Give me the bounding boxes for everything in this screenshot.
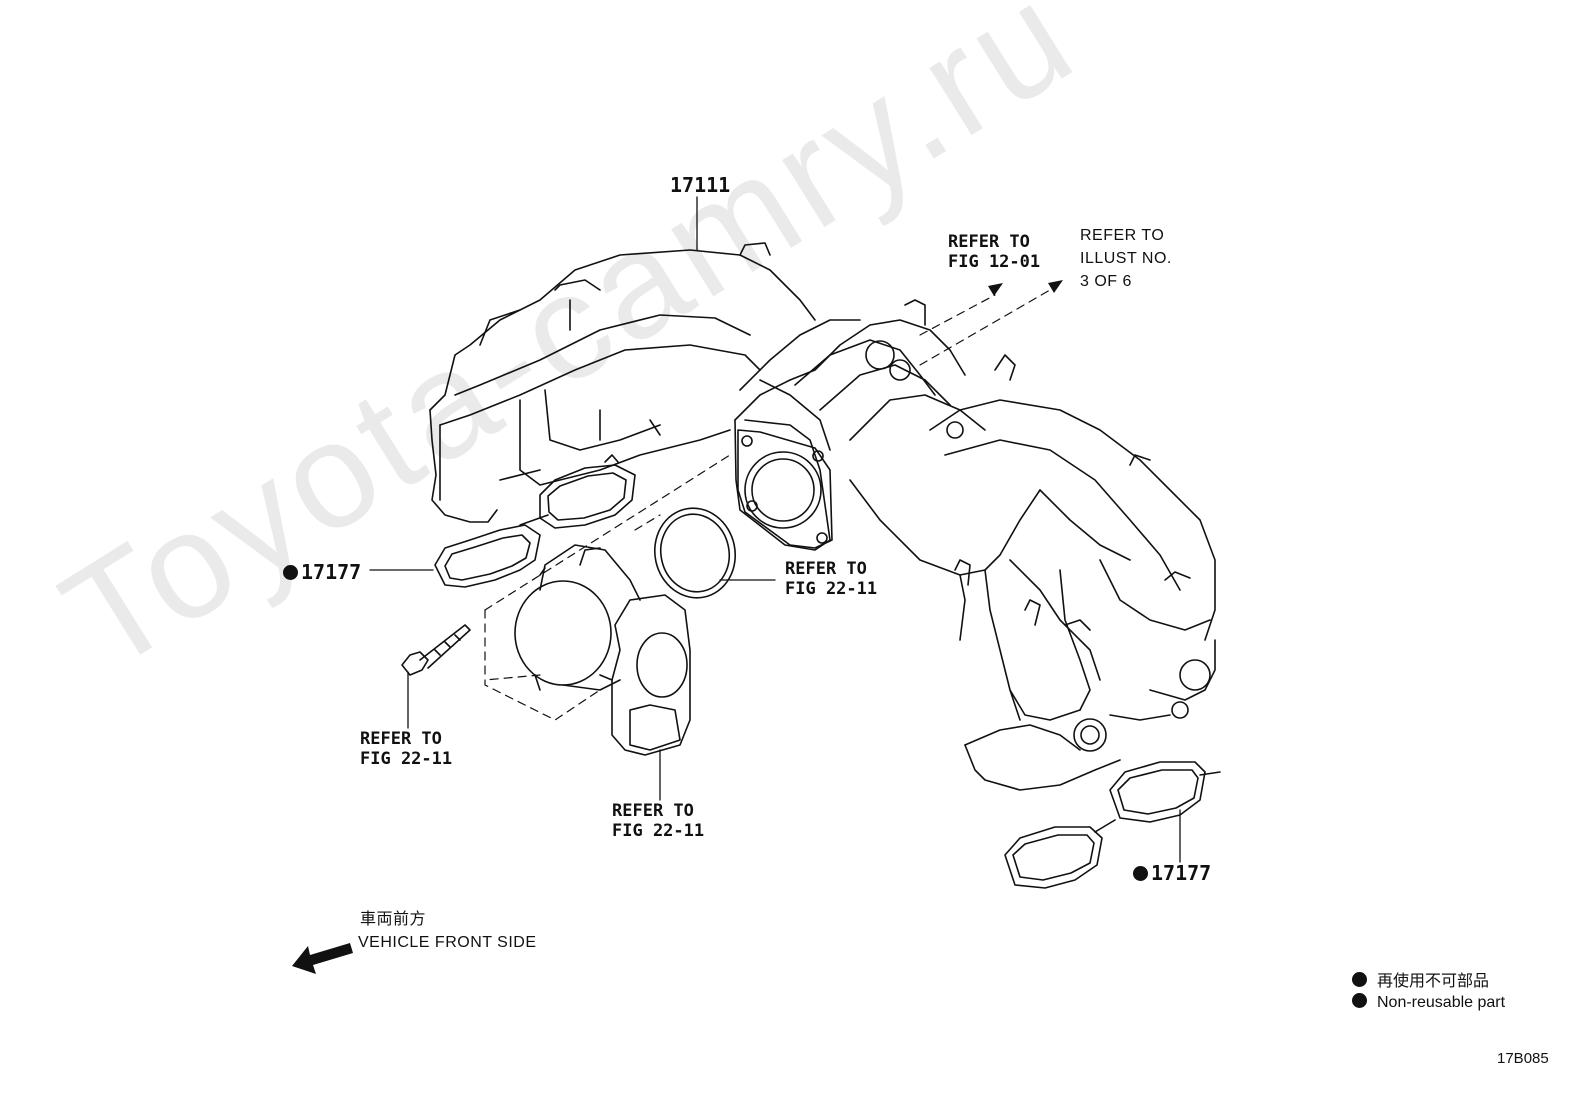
vehicle-front-jp: 車両前方 [360,911,427,928]
legend-en-text: Non-reusable part [1377,994,1506,1011]
legend-jp-text: 再使用不可部品 [1377,973,1490,990]
part-number-text: 17177 [1151,861,1212,885]
reference-illust: REFER TO ILLUST NO. 3 OF 6 [1080,227,1172,290]
legend-en: Non-reusable part [1352,993,1505,1012]
leader-lines [369,196,1181,863]
reference-fig-12-01: REFER TO FIG 12-01 [948,232,1041,272]
ring-gasket [653,507,737,599]
intake-manifold [429,242,1216,791]
dashed-lines [484,289,1051,721]
reference-arrows [988,280,1063,296]
non-reusable-dot-icon [283,565,298,580]
non-reusable-dot-icon [1133,866,1148,881]
part-number-17177-left: 17177 [283,561,361,583]
vehicle-front-en: VEHICLE FRONT SIDE [358,934,537,951]
reference-fig-22-11-throttle: REFER TO FIG 22-11 [612,801,705,841]
non-reusable-dot-icon [1352,993,1367,1008]
left-gasket-drawing [434,454,636,588]
part-number-17111: 17111 [670,173,731,197]
non-reusable-dot-icon [1352,972,1367,987]
reference-fig-22-11-ring: REFER TO FIG 22-11 [785,559,878,599]
throttle-body [514,544,691,756]
reference-fig-22-11-bolt: REFER TO FIG 22-11 [360,729,453,769]
right-gasket-drawing [1004,761,1221,889]
part-number-text: 17177 [301,560,362,584]
figure-number: 17B085 [1497,1050,1549,1067]
bolt [401,624,471,676]
legend-jp: 再使用不可部品 [1352,967,1489,991]
vehicle-front-arrow [292,943,353,974]
part-number-17177-right: 17177 [1133,862,1211,884]
